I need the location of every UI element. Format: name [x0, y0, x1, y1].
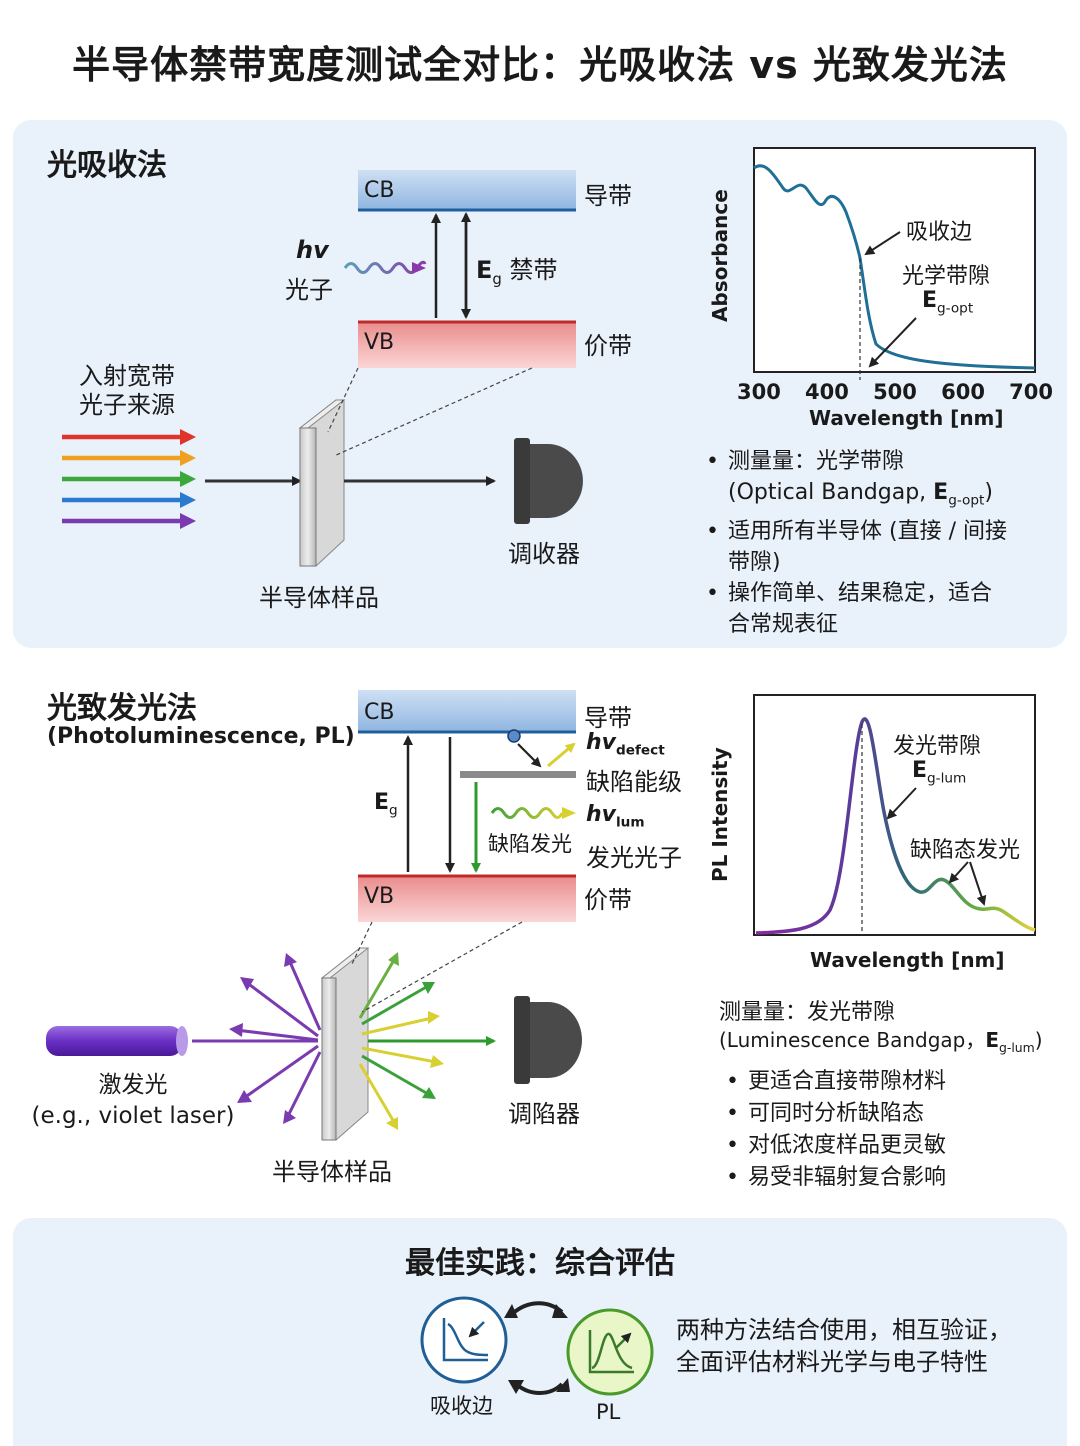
- pl-bullets: 更适合直接带隙材料 可同时分析缺陷态 对低浓度样品更灵敏 易受非辐射复合影响: [726, 1066, 946, 1194]
- pl-vb-name: 价带: [584, 886, 632, 914]
- abs-cb-label: CB: [364, 178, 395, 203]
- pl-peak-label: 发光带隙: [893, 734, 982, 759]
- pl-defect-level-label: 缺陷能级: [586, 768, 682, 796]
- abs-detector: [514, 438, 583, 524]
- abs-vb-name: 价带: [584, 332, 632, 360]
- pl-lum-wave: [490, 807, 564, 819]
- abs-curve: [753, 164, 1036, 370]
- pl-peak-symbol: Eg-lum: [912, 758, 967, 787]
- pl-sample-slab: [321, 977, 337, 1141]
- abs-vb-label: VB: [364, 330, 395, 355]
- abs-bullets: 测量量：光学带隙 (Optical Bandgap, Eg-opt) 适用所有半…: [706, 446, 1007, 640]
- pl-sample-label: 半导体样品: [272, 1158, 392, 1186]
- pl-section-subtitle: (Photoluminescence, PL): [47, 724, 355, 749]
- pl-chart-xlabel: Wavelength [nm]: [810, 948, 1005, 972]
- laser: [46, 1026, 188, 1056]
- pl-section-title: 光致发光法: [47, 691, 197, 726]
- pl-lum-photon-label: 发光光子: [586, 844, 682, 872]
- page-title: 半导体禁带宽度测试全对比：光吸收法 vs 光致发光法: [72, 43, 1008, 87]
- abs-eg-label: Eg 禁带: [476, 256, 558, 288]
- abs-sample-slab: [299, 427, 317, 567]
- abs-gap-label: 光学带隙: [902, 264, 991, 289]
- best-icon1-label: 吸收边: [430, 1394, 493, 1418]
- abs-vb-band: [358, 322, 576, 368]
- abs-gap-symbol: Eg-opt: [922, 288, 974, 317]
- abs-photon-symbol: hv: [296, 236, 329, 264]
- abs-bullet-1: 测量量：光学带隙 (Optical Bandgap, Eg-opt): [706, 446, 1007, 516]
- defect-photon-arrow: [547, 742, 576, 768]
- abs-sample-label: 半导体样品: [259, 584, 379, 612]
- pl-defect-peak-label: 缺陷态发光: [910, 838, 1021, 863]
- best-practice-title: 最佳实践：综合评估: [405, 1246, 675, 1281]
- pl-measure-line2: (Luminescence Bandgap，Eg-lum): [719, 1028, 1043, 1055]
- pl-vb-band: [358, 876, 576, 922]
- pl-defect-emission-label: 缺陷发光: [488, 832, 572, 856]
- abs-detector-label: 调收器: [508, 540, 580, 568]
- pl-cb-band: [358, 690, 576, 732]
- pl-lum-symbol: hvlum: [586, 802, 645, 831]
- pl-bullet-2: 可同时分析缺陷态: [726, 1098, 946, 1130]
- abs-source-label: 入射宽带光子来源: [79, 362, 175, 419]
- pl-cb-label: CB: [364, 700, 395, 725]
- abs-chart-xlabel: Wavelength [nm]: [809, 406, 1004, 430]
- abs-edge-label: 吸收边: [906, 220, 973, 245]
- abs-chart-frame: [753, 147, 1036, 373]
- abs-cb-band: [358, 170, 576, 210]
- abs-cb-name: 导带: [584, 182, 632, 210]
- absorption-section-title: 光吸收法: [47, 148, 167, 183]
- pl-eg-label: Eg: [374, 790, 398, 819]
- pl-peak-icon: [566, 1308, 654, 1396]
- pl-curve: [755, 717, 1036, 935]
- electron-dot: [507, 729, 521, 743]
- pl-detector: [514, 996, 582, 1084]
- best-icon2-label: PL: [596, 1400, 621, 1424]
- absorption-edge-icon: [420, 1296, 508, 1384]
- pl-detector-label: 调陷器: [508, 1100, 580, 1128]
- pl-laser-label: 激发光(e.g., violet laser): [31, 1072, 235, 1129]
- pl-vb-label: VB: [364, 884, 395, 909]
- pl-measure-line1: 测量量：发光带隙: [719, 1000, 896, 1025]
- pl-cb-name: 导带: [584, 704, 632, 732]
- pl-defect-symbol: hvdefect: [586, 730, 665, 759]
- pl-bullet-3: 对低浓度样品更灵敏: [726, 1130, 946, 1162]
- best-description: 两种方法结合使用，相互验证，全面评估材料光学与电子特性: [676, 1316, 1012, 1376]
- pl-bullet-4: 易受非辐射复合影响: [726, 1162, 946, 1194]
- broadband-arrows: [62, 429, 196, 529]
- defect-level-bar: [460, 771, 576, 778]
- pl-bullet-1: 更适合直接带隙材料: [726, 1066, 946, 1098]
- cycle-arrow-bottom: [514, 1382, 564, 1395]
- abs-photon-label: 光子: [285, 276, 333, 304]
